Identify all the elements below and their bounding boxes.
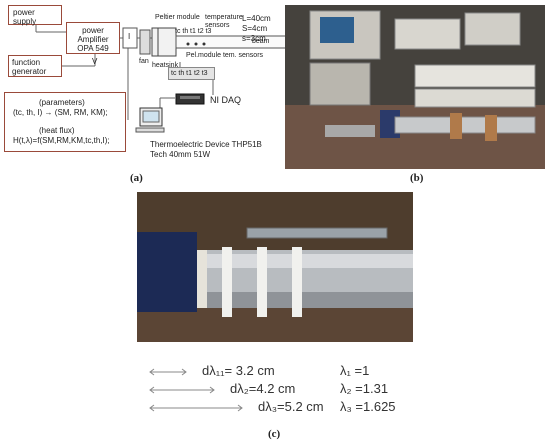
temperature-sensors-label: temperature sensors — [205, 14, 243, 29]
params-line: (tc, th, I) → (SM, RM, KM); — [13, 108, 108, 117]
function-generator-box: function generator — [8, 55, 62, 77]
peltier-label: Peltier module — [155, 14, 200, 21]
heat-line: H(t,λ)=f(SM,RM,KM,tc,th,I); — [13, 136, 110, 145]
closeup-photo — [137, 192, 413, 342]
schematic-connections — [35, 25, 287, 133]
params-heading: (parameters) — [39, 98, 85, 107]
power-supply-label: power supply — [13, 8, 37, 26]
beam-dimensions: L=40cm S=4cm s=3cm — [242, 14, 271, 44]
ni-daq-label: NI DAQ — [210, 95, 242, 105]
closeup-illustration — [137, 192, 413, 342]
amplifier-line1: power — [82, 26, 104, 35]
panel-b-label: (b) — [410, 172, 424, 184]
dim-L: L=40cm — [242, 14, 271, 23]
fan-label: fan — [139, 58, 149, 65]
t123-label: t1 t2 t3 — [190, 28, 212, 35]
distance-lambda-2: dλ₂=4.2 cm — [230, 381, 296, 396]
distance-lambda-1: dλ₁₁= 3.2 cm — [202, 363, 275, 378]
dim-S: S=4cm — [242, 24, 268, 33]
amplifier-box: power Amplifier OPA 549 — [66, 22, 120, 54]
beam-label: beam — [252, 38, 270, 45]
heat-heading: (heat flux) — [39, 126, 75, 135]
distance-lambda-3: dλ₃=5.2 cm — [258, 399, 324, 414]
power-supply-box: power supply — [8, 5, 62, 26]
device-line1: Thermoelectric Device THP51B — [150, 140, 262, 149]
pel-module-sensors-label: Pel.module tem. sensors — [186, 52, 264, 59]
panel-c-label: (c) — [268, 428, 281, 440]
tc-th-label: tc th — [175, 28, 189, 35]
lab-setup-photo — [285, 5, 545, 169]
function-generator-label: function generator — [12, 58, 47, 76]
panel-a-label: (a) — [130, 172, 143, 184]
lab-setup-illustration — [285, 5, 545, 169]
heatsink-label: heatsink — [152, 62, 179, 69]
current-label: I — [128, 32, 131, 41]
formula-box: (parameters) (tc, th, I) → (SM, RM, KM);… — [4, 92, 126, 152]
lambda-1-value: λ₁ =1 — [340, 363, 370, 378]
daq-channels-box: tc th t1 t2 t3 — [168, 67, 215, 80]
voltage-label: V — [92, 57, 98, 66]
amplifier-line3: OPA 549 — [77, 44, 109, 53]
lambda-3-value: λ₃ =1.625 — [340, 399, 396, 414]
lambda-2-value: λ₂ =1.31 — [340, 381, 389, 396]
amplifier-line2: Amplifier — [77, 35, 109, 44]
device-line2: Tech 40mm 51W — [150, 150, 211, 159]
dim-s: s=3cm — [242, 34, 266, 43]
device-description: Thermoelectric Device THP51B Tech 40mm 5… — [150, 140, 262, 160]
daq-channels-label: tc th t1 t2 t3 — [171, 70, 208, 77]
current-box — [122, 27, 138, 49]
